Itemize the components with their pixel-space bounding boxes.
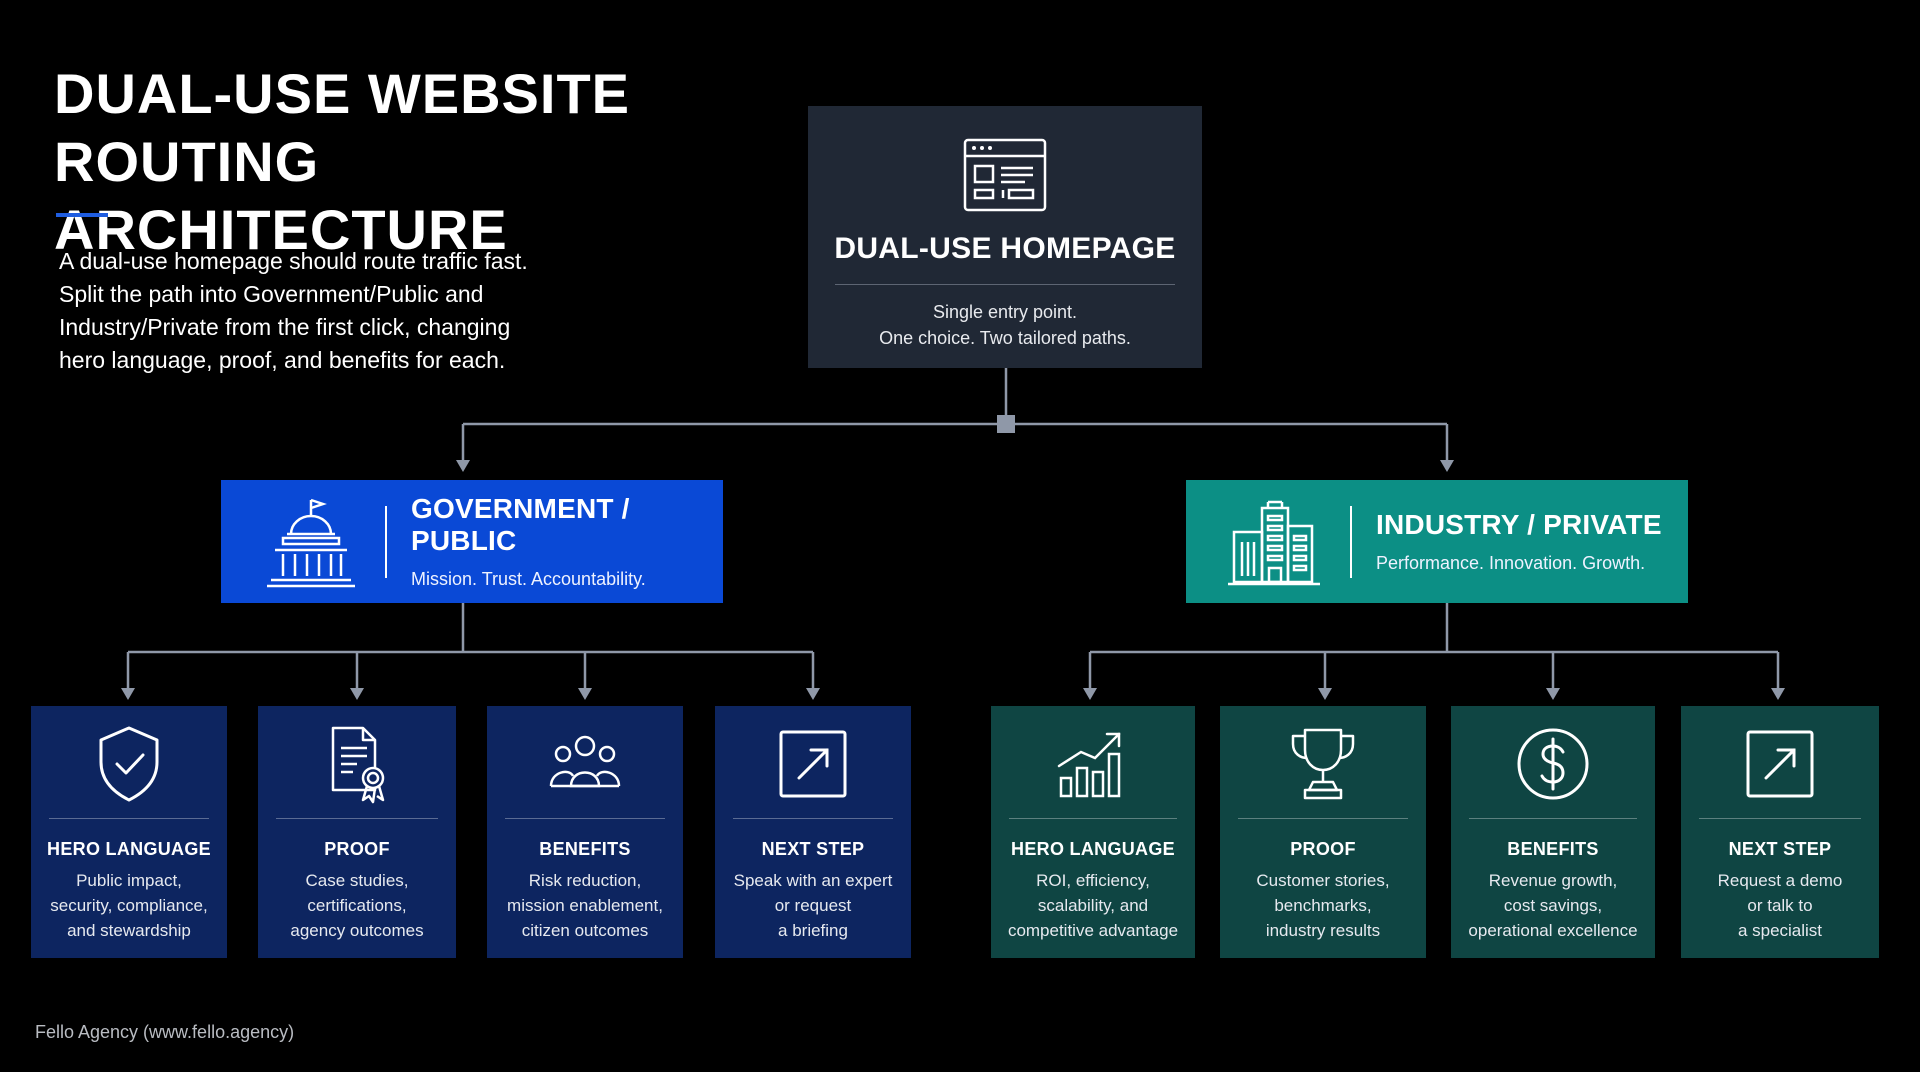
card-line: a specialist	[1737, 921, 1823, 940]
arrow-up-right-icon	[1746, 730, 1814, 798]
ind-hero-language-card: HERO LANGUAGE ROI, efficiency, scalabili…	[991, 706, 1195, 958]
page-title: DUAL-USE WEBSITE ROUTING ARCHITECTURE	[54, 60, 774, 264]
card-line: Speak with an expert	[733, 871, 893, 890]
card-divider	[1699, 818, 1861, 819]
card-description: Speak with an expert or request a briefi…	[715, 868, 911, 943]
card-description: Public impact, security, compliance, and…	[31, 868, 227, 943]
government-tagline: Mission. Trust. Accountability.	[411, 569, 646, 589]
ind-proof-card: PROOF Customer stories, benchmarks, indu…	[1220, 706, 1426, 958]
card-divider	[1238, 818, 1408, 819]
card-line: Case studies,	[305, 871, 409, 890]
card-line: benchmarks,	[1274, 896, 1372, 915]
card-title: HERO LANGUAGE	[47, 839, 211, 859]
card-description: Risk reduction, mission enablement, citi…	[487, 868, 683, 943]
homepage-desc-line-2: One choice. Two tailored paths.	[879, 328, 1131, 348]
title-accent-bar	[56, 213, 108, 217]
card-description: Request a demo or talk to a specialist	[1681, 868, 1879, 943]
intro-text: A dual-use homepage should route traffic…	[59, 248, 528, 373]
card-title: PROOF	[324, 839, 390, 859]
card-title: BENEFITS	[1507, 839, 1599, 859]
card-title: BENEFITS	[539, 839, 631, 859]
card-title: HERO LANGUAGE	[1011, 839, 1175, 859]
office-buildings-icon	[1228, 500, 1320, 585]
card-line: Revenue growth,	[1488, 871, 1618, 890]
card-title: PROOF	[1290, 839, 1356, 859]
card-description: Customer stories, benchmarks, industry r…	[1220, 868, 1426, 943]
card-line: industry results	[1265, 921, 1381, 940]
card-line: or request	[774, 896, 852, 915]
card-title: NEXT STEP	[761, 839, 865, 859]
industry-branch: INDUSTRY / PRIVATE Performance. Innovati…	[1186, 480, 1688, 603]
homepage-divider	[835, 284, 1175, 285]
shield-check-icon	[99, 726, 159, 802]
industry-text: INDUSTRY / PRIVATE Performance. Innovati…	[1376, 509, 1662, 574]
certificate-document-icon	[331, 726, 385, 804]
arrow-up-right-icon	[779, 730, 847, 798]
card-line: mission enablement,	[507, 896, 663, 915]
trophy-icon	[1291, 728, 1355, 800]
ind-benefits-card: BENEFITS Revenue growth, cost savings, o…	[1451, 706, 1655, 958]
gov-benefits-card: BENEFITS Risk reduction, mission enablem…	[487, 706, 683, 958]
card-line: or talk to	[1747, 896, 1813, 915]
card-description: Case studies, certifications, agency out…	[258, 868, 456, 943]
card-line: Public impact,	[76, 871, 182, 890]
card-title: NEXT STEP	[1728, 839, 1832, 859]
card-line: a briefing	[778, 921, 848, 940]
card-line: agency outcomes	[290, 921, 424, 940]
card-line: ROI, efficiency,	[1036, 871, 1150, 890]
government-branch: GOVERNMENT / PUBLIC Mission. Trust. Acco…	[221, 480, 723, 603]
branch-separator	[1350, 505, 1352, 578]
dollar-coin-icon	[1517, 728, 1589, 800]
card-line: cost savings,	[1503, 896, 1603, 915]
card-line: Risk reduction,	[528, 871, 642, 890]
homepage-title: DUAL-USE HOMEPAGE	[834, 232, 1176, 265]
government-text: GOVERNMENT / PUBLIC Mission. Trust. Acco…	[411, 493, 723, 590]
card-line: operational excellence	[1468, 921, 1638, 940]
footer-credit: Fello Agency (www.fello.agency)	[35, 1022, 295, 1042]
government-title: GOVERNMENT / PUBLIC	[411, 493, 630, 556]
browser-window-icon	[963, 138, 1047, 212]
card-line: Customer stories,	[1256, 871, 1390, 890]
card-divider	[49, 818, 209, 819]
card-line: and stewardship	[67, 921, 191, 940]
gov-next-step-card: NEXT STEP Speak with an expert or reques…	[715, 706, 911, 958]
homepage-desc-line-1: Single entry point.	[932, 302, 1078, 322]
card-line: competitive advantage	[1007, 921, 1179, 940]
gov-hero-language-card: HERO LANGUAGE Public impact, security, c…	[31, 706, 227, 958]
gov-proof-card: PROOF Case studies, certifications, agen…	[258, 706, 456, 958]
card-line: citizen outcomes	[521, 921, 649, 940]
capitol-building-icon	[267, 498, 355, 587]
card-divider	[1469, 818, 1637, 819]
card-divider	[1009, 818, 1177, 819]
homepage-description: Single entry point. One choice. Two tail…	[808, 299, 1202, 351]
card-description: ROI, efficiency, scalability, and compet…	[991, 868, 1195, 943]
title-line-2: ROUTING ARCHITECTURE	[54, 130, 508, 261]
card-line: certifications,	[307, 896, 407, 915]
card-divider	[505, 818, 665, 819]
growth-chart-icon	[1057, 732, 1121, 798]
card-line: security, compliance,	[50, 896, 208, 915]
card-divider	[276, 818, 438, 819]
card-description: Revenue growth, cost savings, operationa…	[1451, 868, 1655, 943]
industry-tagline: Performance. Innovation. Growth.	[1376, 553, 1646, 573]
card-line: scalability, and	[1037, 896, 1149, 915]
industry-title: INDUSTRY / PRIVATE	[1376, 509, 1662, 540]
homepage-node: DUAL-USE HOMEPAGE Single entry point. On…	[808, 106, 1202, 368]
branch-separator	[385, 505, 387, 578]
card-line: Request a demo	[1717, 871, 1843, 890]
title-line-1: DUAL-USE WEBSITE	[54, 62, 630, 125]
card-divider	[733, 818, 893, 819]
ind-next-step-card: NEXT STEP Request a demo or talk to a sp…	[1681, 706, 1879, 958]
people-group-icon	[549, 735, 621, 788]
